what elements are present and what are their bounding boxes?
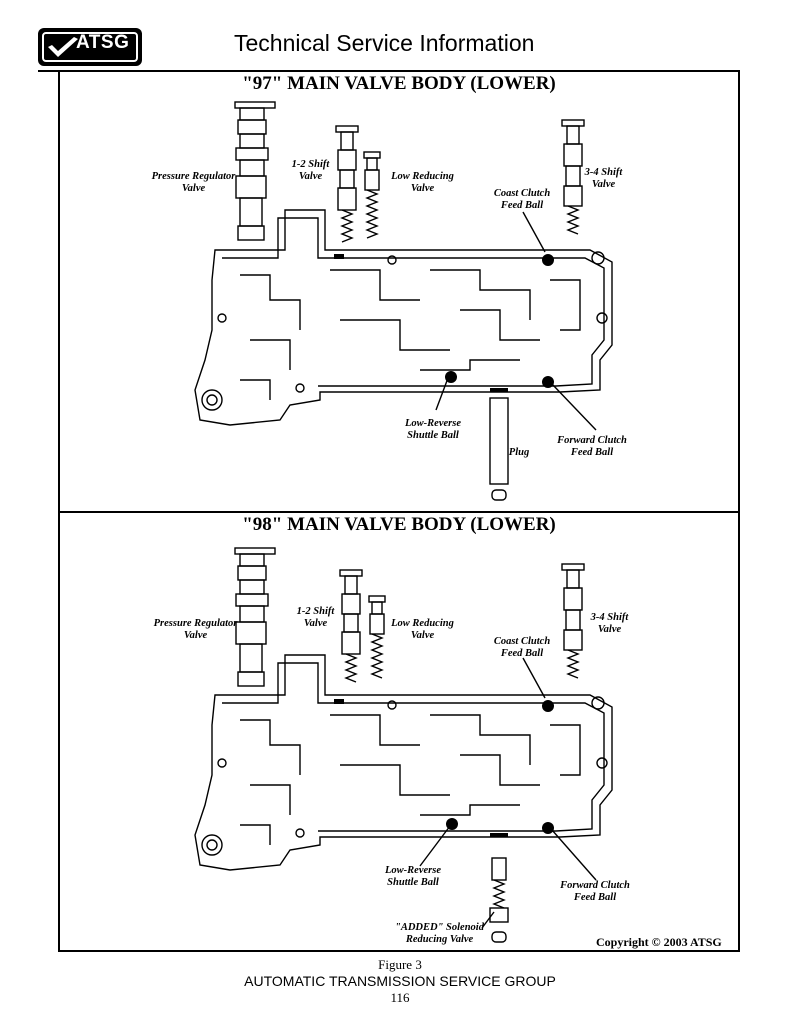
logo-text: ATSG — [76, 32, 130, 53]
label-line: Shuttle Ball — [407, 430, 459, 441]
label-line: "ADDED" Solenoid — [395, 922, 484, 933]
label-line: Valve — [183, 630, 208, 641]
label-line: Pressure Regulator — [153, 618, 238, 629]
label-line: Valve — [410, 630, 435, 641]
label-line: Valve — [410, 183, 435, 194]
atsg-logo: ATSG — [38, 28, 142, 66]
valve-body-97-diagram — [194, 101, 613, 501]
page-number: 116 — [390, 990, 410, 1005]
label-line: Feed Ball — [570, 447, 614, 458]
label-line: Forward Clutch — [560, 880, 630, 891]
label-line: Coast Clutch — [493, 636, 551, 647]
label-line: Valve — [303, 618, 328, 629]
label-line: Feed Ball — [500, 648, 544, 659]
label-line: Shuttle Ball — [387, 877, 439, 888]
panel-97-title: "97" MAIN VALVE BODY (LOWER) — [242, 73, 556, 94]
label-line: Valve — [181, 183, 206, 194]
page-title: Technical Service Information — [234, 30, 535, 56]
label-line: Low-Reverse — [385, 865, 441, 876]
label-line: Reducing Valve — [405, 934, 474, 945]
label-line: Feed Ball — [500, 200, 544, 211]
label-line: Low Reducing — [391, 618, 454, 629]
label-line: Valve — [597, 624, 622, 635]
label-line: Pressure Regulator — [151, 171, 236, 182]
label-line: Low Reducing — [391, 171, 454, 182]
label-line: 1-2 Shift — [291, 159, 330, 170]
label-line: Valve — [298, 171, 323, 182]
label-line: Valve — [591, 179, 616, 190]
label-line: 3-4 Shift — [584, 167, 623, 178]
label-line: Feed Ball — [573, 892, 617, 903]
logo-check-icon — [48, 37, 78, 57]
plug-label-97: Plug — [508, 447, 530, 458]
label-line: Low-Reverse — [405, 418, 461, 429]
label-line: 1-2 Shift — [296, 606, 335, 617]
panel-divider — [58, 511, 740, 513]
label-line: Coast Clutch — [493, 188, 551, 199]
figure-caption: Figure 3 — [378, 957, 422, 972]
label-line: 3-4 Shift — [590, 612, 629, 623]
label-line: Forward Clutch — [557, 435, 627, 446]
logo-border — [42, 32, 138, 62]
panel-98-title: "98" MAIN VALVE BODY (LOWER) — [242, 514, 556, 535]
footer-org: AUTOMATIC TRANSMISSION SERVICE GROUP — [244, 973, 556, 989]
copyright-notice: Copyright © 2003 ATSG — [596, 935, 722, 949]
